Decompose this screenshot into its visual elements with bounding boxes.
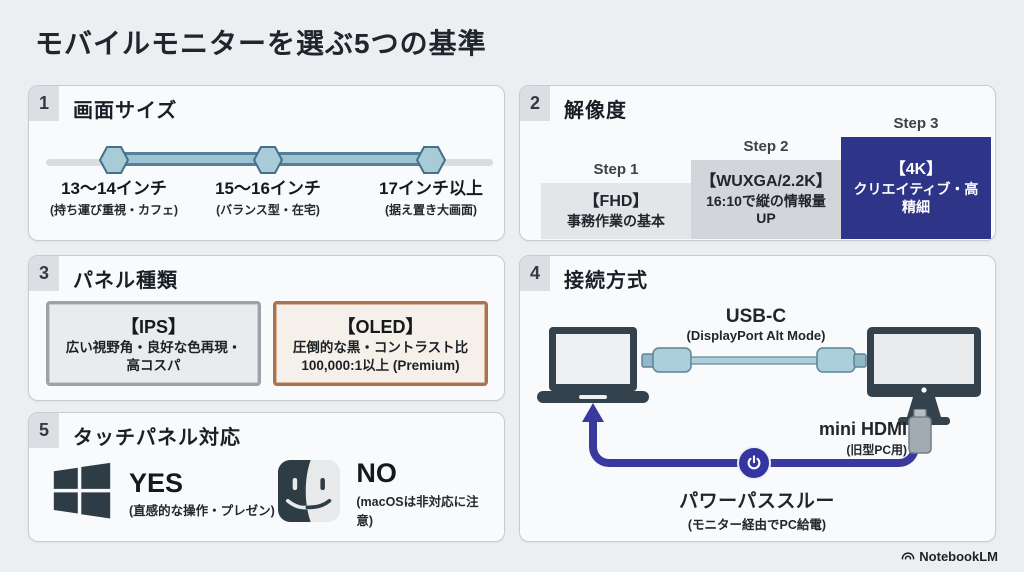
usb-c-note: (DisplayPort Alt Mode) (686, 328, 826, 343)
step-label: Step 1 (593, 161, 639, 178)
card-number-badge: 3 (29, 256, 59, 291)
step-name: 【FHD】 (583, 192, 649, 210)
step-label: Step 2 (743, 138, 789, 155)
size-option-label: 17インチ以上 (379, 179, 483, 198)
hexagon-handle-icon (252, 146, 284, 174)
os-comparison-row: YES (直感的な操作・プレゼン) NO (macOSは非対応に注意) (51, 458, 491, 529)
mac-note: (macOSは非対応に注意) (356, 494, 479, 528)
panel-name: 【IPS】 (120, 316, 186, 337)
mini-hdmi-name: mini HDMI (819, 419, 907, 439)
card-title-connection: 接続方式 (564, 270, 648, 292)
size-option-label: 15〜16インチ (215, 179, 321, 198)
card-panel-type: 3 パネル種類 【IPS】 広い視野角・良好な色再現・ 高コスパ 【OLED】 … (28, 255, 505, 401)
power-passthrough-label: パワーパススルー (モニター経由でPC給電) (647, 486, 867, 533)
laptop-icon (537, 327, 649, 410)
windows-note: (直感的な操作・プレゼン) (129, 504, 275, 519)
step-name: 【4K】 (889, 161, 943, 178)
size-option-label: 13〜14インチ (61, 179, 167, 198)
hexagon-handle-icon (98, 146, 130, 174)
size-slider-handle-17plus[interactable] (415, 145, 447, 175)
card-number-badge: 4 (520, 256, 550, 291)
mini-hdmi-note: (旧型PC用) (846, 443, 907, 457)
panel-option-ips: 【IPS】 広い視野角・良好な色再現・ 高コスパ (46, 301, 261, 386)
resolution-step-3: Step 3 【4K】 クリエイティブ・高精細 (841, 115, 991, 239)
macos-finder-icon (278, 460, 341, 527)
size-option-1: 13〜14インチ (持ち運び重視・カフェ) (29, 174, 204, 218)
windows-verdict: YES (129, 467, 184, 498)
notebooklm-logo-icon (901, 548, 915, 564)
card-title-touch-panel: タッチパネル対応 (73, 427, 241, 449)
card-resolution: 2 解像度 Step 1 【FHD】 事務作業の基本 Step 2 【WUXGA… (519, 85, 996, 241)
power-icon (737, 446, 771, 480)
windows-logo-icon (51, 460, 113, 527)
panel-name: 【OLED】 (337, 316, 424, 337)
size-option-note: (据え置き大画面) (385, 203, 477, 217)
card-number-badge: 5 (29, 413, 59, 448)
panel-desc-line2: 100,000:1以上 (Premium) (301, 357, 460, 373)
usb-c-cable-icon (641, 345, 867, 380)
size-option-note: (バランス型・在宅) (216, 203, 320, 217)
arrow-up-icon (582, 403, 604, 422)
card-title-screen-size: 画面サイズ (73, 100, 178, 122)
panel-desc-line2: 高コスパ (126, 357, 181, 373)
card-title-panel-type: パネル種類 (73, 270, 178, 292)
footer-brand-text: NotebookLM (919, 548, 998, 564)
mini-hdmi-label: mini HDMI (旧型PC用) (741, 419, 907, 458)
panel-desc-line1: 圧倒的な黒・コントラスト比 (292, 339, 469, 355)
mac-verdict-block: NO (macOSは非対応に注意) (356, 458, 491, 529)
windows-group: YES (直感的な操作・プレゼン) (51, 459, 278, 529)
step-name: 【WUXGA/2.2K】 (700, 172, 832, 190)
step-desc: クリエイティブ・高精細 (853, 181, 979, 215)
card-screen-size: 1 画面サイズ 13〜14インチ (持ち運び重視・カフェ) 15〜16インチ (… (28, 85, 505, 241)
resolution-step-1: Step 1 【FHD】 事務作業の基本 (541, 161, 691, 239)
step-desc: 16:10で縦の情報量UP (706, 192, 826, 227)
passthrough-name: パワーパススルー (679, 491, 835, 512)
size-option-3: 17インチ以上 (据え置き大画面) (341, 174, 504, 218)
card-connection: 4 接続方式 USB-C (DisplayPort Alt Mode) (519, 255, 996, 542)
usb-c-label: USB-C (DisplayPort Alt Mode) (656, 306, 856, 343)
windows-verdict-block: YES (直感的な操作・プレゼン) (129, 467, 275, 520)
hexagon-handle-icon (415, 146, 447, 174)
step-box-4k: 【4K】 クリエイティブ・高精細 (841, 137, 991, 239)
step-box-wuxga: 【WUXGA/2.2K】 16:10で縦の情報量UP (691, 160, 841, 239)
panel-desc-line1: 広い視野角・良好な色再現・ (65, 339, 242, 355)
resolution-step-2: Step 2 【WUXGA/2.2K】 16:10で縦の情報量UP (691, 138, 841, 239)
mac-group: NO (macOSは非対応に注意) (278, 458, 491, 529)
step-desc: 事務作業の基本 (567, 212, 665, 229)
size-slider-handle-13-14[interactable] (98, 145, 130, 175)
step-label: Step 3 (893, 115, 939, 132)
card-title-resolution: 解像度 (564, 100, 627, 122)
passthrough-note: (モニター経由でPC給電) (687, 518, 827, 532)
size-option-note: (持ち運び重視・カフェ) (50, 203, 178, 217)
step-box-fhd: 【FHD】 事務作業の基本 (541, 183, 691, 239)
usb-c-name: USB-C (725, 306, 787, 327)
footer-brand: NotebookLM (901, 548, 998, 564)
card-number-badge: 2 (520, 86, 550, 121)
mini-hdmi-plug-icon (906, 408, 934, 460)
size-slider-handle-15-16[interactable] (252, 145, 284, 175)
page-title: モバイルモニターを選ぶ5つの基準 (35, 28, 487, 59)
card-touch-panel: 5 タッチパネル対応 YES (直感的な操作・プレゼン) (28, 412, 505, 542)
card-number-badge: 1 (29, 86, 59, 121)
panel-option-oled: 【OLED】 圧倒的な黒・コントラスト比 100,000:1以上 (Premiu… (273, 301, 488, 386)
mac-verdict: NO (356, 458, 397, 488)
size-option-2: 15〜16インチ (バランス型・在宅) (178, 174, 358, 218)
